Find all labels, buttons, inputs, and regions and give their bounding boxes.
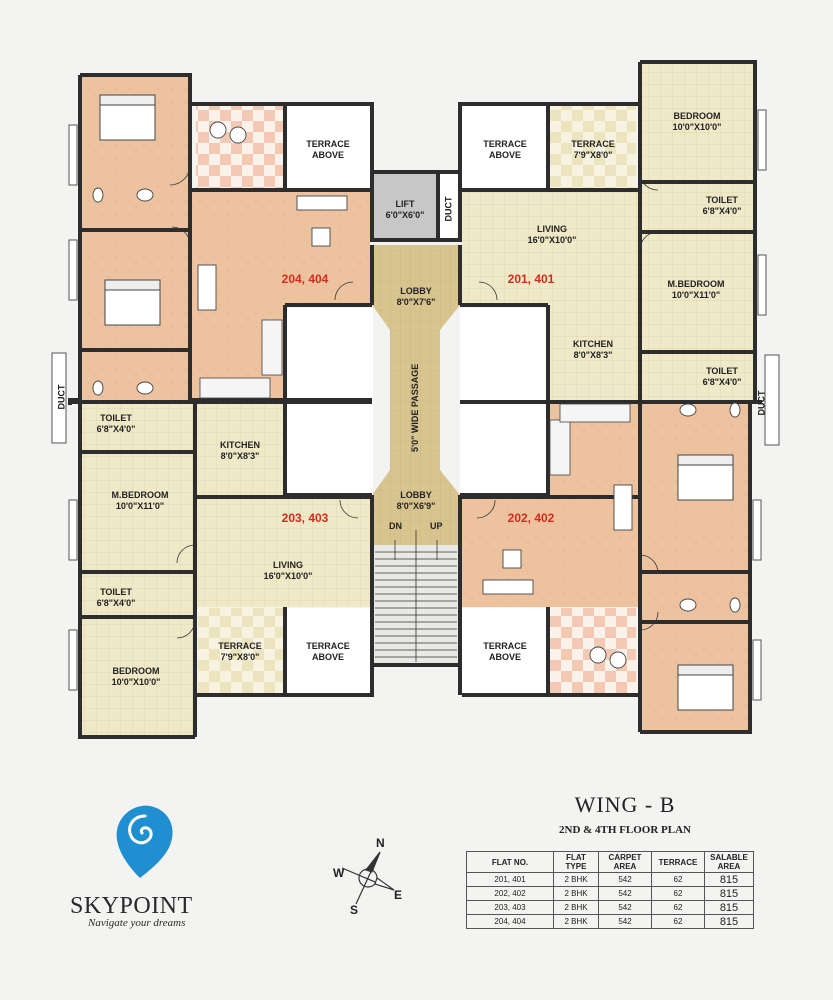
table-cell: 2 BHK bbox=[553, 900, 599, 915]
table-cell: 62 bbox=[651, 900, 705, 915]
table-cell: 815 bbox=[704, 886, 754, 901]
brand-name: SKYPOINT bbox=[70, 893, 193, 919]
flat-number-label: 202, 402 bbox=[507, 511, 555, 525]
table-row: 204, 404 2 BHK 542 62 815 bbox=[466, 914, 754, 929]
table-cell: 542 bbox=[598, 914, 652, 929]
table-cell: 542 bbox=[598, 886, 652, 901]
door-swings bbox=[169, 164, 659, 639]
table-cell: 62 bbox=[651, 872, 705, 887]
table-header: FLAT NO. bbox=[466, 851, 554, 873]
windows bbox=[51, 109, 780, 701]
flat-203-403 bbox=[80, 402, 372, 737]
table-header: TERRACE bbox=[651, 851, 705, 873]
compass-north-label: N bbox=[376, 836, 385, 850]
table-cell: 62 bbox=[651, 886, 705, 901]
table-row: 202, 402 2 BHK 542 62 815 bbox=[466, 886, 754, 901]
duct-label: DUCT bbox=[56, 384, 67, 410]
compass-icon bbox=[341, 851, 395, 905]
table-cell: 815 bbox=[704, 872, 754, 887]
compass-west-label: W bbox=[333, 866, 345, 880]
duct-label: DUCT bbox=[443, 196, 454, 222]
table-cell: 202, 402 bbox=[466, 886, 554, 901]
passage-label: 5'0" WIDE PASSAGE bbox=[410, 363, 420, 452]
flat-number-label: 204, 404 bbox=[281, 272, 329, 286]
table-cell: 815 bbox=[704, 914, 754, 929]
compass-south-label: S bbox=[350, 903, 359, 917]
bed-furniture bbox=[99, 94, 734, 711]
table-cell: 2 BHK bbox=[553, 886, 599, 901]
compass-east-label: E bbox=[394, 888, 403, 902]
table-cell: 2 BHK bbox=[553, 914, 599, 929]
flat-number-label: 201, 401 bbox=[507, 272, 555, 286]
toilet-fixtures bbox=[92, 187, 741, 613]
wing-title: WING - B bbox=[574, 792, 676, 817]
flat-201-401 bbox=[462, 62, 755, 402]
table-cell: 542 bbox=[598, 900, 652, 915]
stair-up-label: UP bbox=[430, 521, 443, 531]
walls bbox=[68, 60, 762, 739]
table-cell: 201, 401 bbox=[466, 872, 554, 887]
table-cell: 204, 404 bbox=[466, 914, 554, 929]
stair-down-label: DN bbox=[389, 521, 402, 531]
table-cell: 62 bbox=[651, 914, 705, 929]
table-row: 201, 401 2 BHK 542 62 815 bbox=[466, 872, 754, 887]
flat-number-label: 203, 403 bbox=[281, 511, 329, 525]
floor-plan-title: 2ND & 4TH FLOOR PLAN bbox=[559, 824, 691, 836]
brand-tagline: Navigate your dreams bbox=[88, 917, 186, 929]
duct-label: DUCT bbox=[756, 390, 767, 416]
table-cell: 203, 403 bbox=[466, 900, 554, 915]
kitchen-counters bbox=[199, 319, 631, 476]
stair-treads bbox=[375, 530, 457, 662]
table-cell: 815 bbox=[704, 900, 754, 915]
table-cell: 542 bbox=[598, 872, 652, 887]
table-row: 203, 403 2 BHK 542 62 815 bbox=[466, 900, 754, 915]
table-cell: 2 BHK bbox=[553, 872, 599, 887]
skypoint-logo-icon bbox=[116, 805, 173, 878]
living-furniture bbox=[197, 121, 633, 669]
